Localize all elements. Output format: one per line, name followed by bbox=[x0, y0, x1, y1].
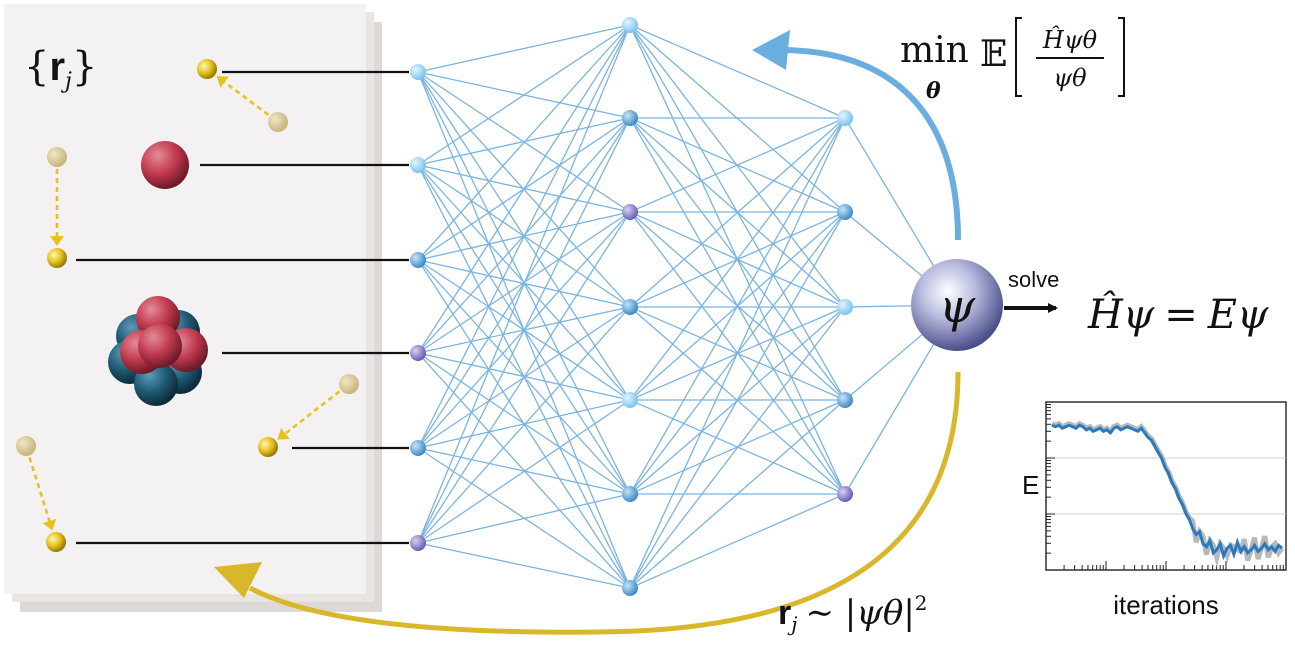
network-edge bbox=[629, 399, 846, 589]
input-connectors bbox=[76, 70, 409, 545]
network-edge bbox=[629, 306, 846, 589]
network-edge bbox=[417, 306, 631, 544]
input-node bbox=[410, 345, 426, 361]
hidden-node bbox=[622, 204, 638, 220]
plot-ticks bbox=[1046, 401, 1287, 570]
network-edges bbox=[417, 24, 958, 589]
input-node bbox=[410, 64, 426, 80]
loss-min: min bbox=[900, 30, 969, 71]
hidden-node bbox=[837, 110, 853, 126]
electron-previous bbox=[339, 374, 359, 394]
electron-move-arrow bbox=[28, 457, 51, 522]
network-edge bbox=[417, 211, 631, 544]
network-edge bbox=[417, 24, 631, 261]
network-edge bbox=[629, 117, 846, 495]
hidden-node bbox=[837, 486, 853, 502]
electron-move-arrowhead bbox=[42, 518, 57, 531]
electron-move-arrowhead bbox=[216, 76, 229, 88]
electron-move-arrowhead bbox=[277, 427, 290, 440]
electron-previous bbox=[47, 147, 67, 167]
network-edge bbox=[417, 117, 631, 166]
electron bbox=[46, 532, 66, 552]
nucleon bbox=[138, 324, 182, 368]
network-edge bbox=[629, 493, 846, 589]
panel-front bbox=[4, 4, 366, 594]
network-edge bbox=[629, 24, 846, 308]
loss-expectation: 𝔼 bbox=[980, 34, 1007, 75]
energy-plot: E iterations bbox=[1022, 401, 1287, 620]
electron-move-arrow bbox=[284, 390, 341, 435]
network-edge bbox=[629, 117, 846, 213]
loss-bracket-left bbox=[1015, 17, 1022, 97]
sampling-arrow bbox=[248, 371, 961, 635]
input-node bbox=[410, 440, 426, 456]
optimise-arrow bbox=[783, 47, 961, 241]
hidden-node bbox=[622, 392, 638, 408]
hidden-node bbox=[837, 392, 853, 408]
network-edge bbox=[629, 117, 846, 589]
electron-previous bbox=[16, 436, 36, 456]
electron-previous bbox=[268, 112, 288, 132]
network-edge bbox=[417, 117, 631, 544]
hidden-node bbox=[622, 580, 638, 596]
plot-grid bbox=[1046, 457, 1286, 515]
network-edge bbox=[629, 24, 846, 119]
sampling-formula: rj∼ |ψθ|2 bbox=[778, 591, 928, 636]
loss-bracket-right bbox=[1118, 17, 1125, 97]
network-edge bbox=[417, 24, 631, 73]
network-edge bbox=[417, 399, 631, 449]
network-edge bbox=[417, 24, 631, 449]
input-node bbox=[410, 252, 426, 268]
hidden-node bbox=[622, 17, 638, 33]
network-edge bbox=[417, 24, 631, 354]
network-edge bbox=[629, 211, 846, 589]
electron bbox=[258, 437, 278, 457]
configuration-panel bbox=[4, 4, 382, 612]
network-edge bbox=[417, 24, 631, 166]
hidden-node bbox=[622, 486, 638, 502]
plot-ylabel: E bbox=[1022, 470, 1039, 500]
plot-energy-line bbox=[1051, 423, 1283, 561]
electron bbox=[197, 59, 217, 79]
optimise-arrowhead bbox=[752, 30, 790, 70]
hidden-node bbox=[622, 110, 638, 126]
wavefunction-node bbox=[911, 259, 1003, 351]
hidden-node bbox=[837, 299, 853, 315]
network-edge bbox=[417, 542, 631, 589]
plot-xlabel: iterations bbox=[1113, 590, 1219, 620]
network-edge bbox=[417, 493, 631, 544]
loss-denominator: ψθ bbox=[1053, 64, 1087, 92]
loss-numerator: Ĥψθ bbox=[1042, 25, 1098, 54]
loss-theta: θ bbox=[926, 78, 941, 104]
network-edge bbox=[629, 117, 846, 401]
input-node bbox=[410, 535, 426, 551]
electron-move-arrow bbox=[223, 81, 270, 116]
network-edge bbox=[417, 24, 631, 544]
set-label: {rj} bbox=[24, 44, 97, 94]
particles bbox=[16, 59, 359, 552]
loss-formula: min θ 𝔼 Ĥψθ ψθ bbox=[900, 17, 1125, 104]
network-edge bbox=[629, 117, 846, 308]
schrodinger-equation: Ĥψ=Eψ bbox=[1087, 291, 1269, 338]
nucleus-hydrogen bbox=[141, 141, 189, 189]
solve-label: solve bbox=[1008, 267, 1059, 292]
network-edge bbox=[417, 399, 631, 544]
input-node bbox=[410, 157, 426, 173]
hidden-node bbox=[837, 204, 853, 220]
hidden-node bbox=[622, 299, 638, 315]
sampling-arrowhead bbox=[214, 562, 262, 598]
psi-symbol: ψ bbox=[939, 279, 976, 333]
electron bbox=[47, 248, 67, 268]
electron-move-arrowhead bbox=[50, 236, 64, 246]
network-nodes bbox=[410, 17, 853, 596]
